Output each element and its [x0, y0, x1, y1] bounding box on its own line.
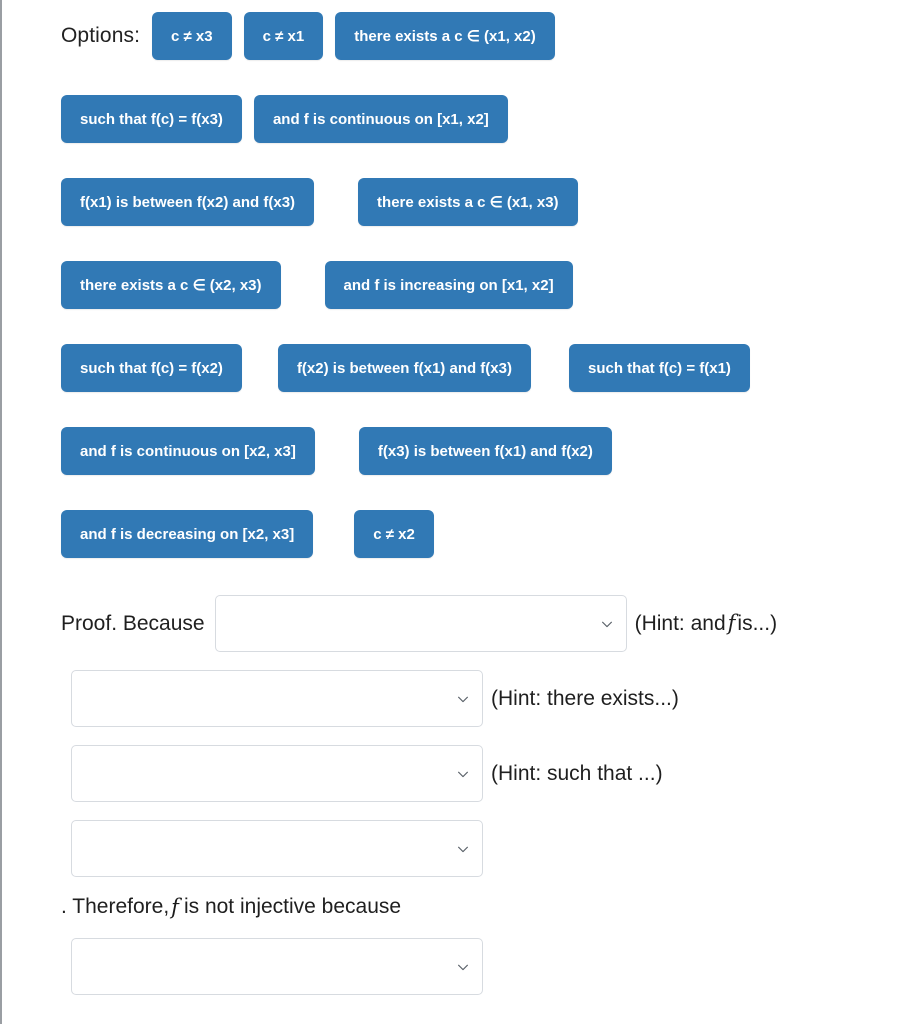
proof-line-1: Proof. Because (Hint: andfis...): [2, 595, 904, 652]
options-row-3: f(x1) is between f(x2) and f(x3) there e…: [2, 178, 904, 226]
proof-select-5-wrap[interactable]: [71, 938, 483, 995]
option-chip-exists-c-x2-x3[interactable]: there exists a c ∈ (x2, x3): [61, 261, 281, 309]
proof-select-2-wrap[interactable]: [71, 670, 483, 727]
proof-select-4[interactable]: [71, 820, 483, 877]
option-chip-fx3-between[interactable]: f(x3) is between f(x1) and f(x2): [358, 427, 612, 475]
proof-select-3[interactable]: [71, 745, 483, 802]
proof-hint-1-suffix: is...): [737, 612, 778, 635]
proof-hint-3: (Hint: such that ...): [491, 761, 663, 785]
options-area: Options: c ≠ x3 c ≠ x1 there exists a c …: [2, 0, 904, 558]
proof-hint-2: (Hint: there exists...): [491, 686, 679, 710]
option-chip-fc-eq-fx3[interactable]: such that f(c) = f(x3): [61, 95, 242, 143]
proof-select-4-wrap[interactable]: [71, 820, 483, 877]
option-chip-c-neq-x3[interactable]: c ≠ x3: [152, 12, 232, 60]
proof-therefore-suffix: is not injective because: [183, 895, 402, 918]
option-chip-fx1-between[interactable]: f(x1) is between f(x2) and f(x3): [61, 178, 315, 226]
proof-therefore-prefix: . Therefore,: [61, 895, 170, 918]
option-chip-fc-eq-fx1[interactable]: such that f(c) = f(x1): [568, 344, 750, 392]
options-row-6: and f is continuous on [x2, x3] f(x3) is…: [2, 427, 904, 475]
proof-line-5: [2, 938, 904, 995]
option-chip-fx2-between[interactable]: f(x2) is between f(x1) and f(x3): [277, 344, 531, 392]
proof-hint-1: (Hint: andfis...): [635, 611, 778, 636]
proof-select-3-wrap[interactable]: [71, 745, 483, 802]
proof-line-4: [2, 820, 904, 877]
proof-line-3: (Hint: such that ...): [2, 745, 904, 802]
options-row-5: such that f(c) = f(x2) f(x2) is between …: [2, 344, 904, 392]
options-row-1: Options: c ≠ x3 c ≠ x1 there exists a c …: [2, 12, 904, 60]
proof-select-5[interactable]: [71, 938, 483, 995]
proof-therefore-line: . Therefore, f is not injective because: [2, 895, 904, 919]
option-chip-c-neq-x2[interactable]: c ≠ x2: [354, 510, 434, 558]
option-chip-increasing-x1-x2[interactable]: and f is increasing on [x1, x2]: [324, 261, 573, 309]
option-chip-exists-c-x1-x2[interactable]: there exists a c ∈ (x1, x2): [335, 12, 555, 60]
option-chip-continuous-x2-x3[interactable]: and f is continuous on [x2, x3]: [61, 427, 315, 475]
proof-area: Proof. Because (Hint: andfis...) (Hint: …: [2, 585, 904, 995]
proof-hint-1-prefix: (Hint: and: [634, 612, 726, 635]
options-row-4: there exists a c ∈ (x2, x3) and f is inc…: [2, 261, 904, 309]
option-chip-fc-eq-fx2[interactable]: such that f(c) = f(x2): [61, 344, 242, 392]
math-f-glyph: f: [171, 895, 179, 919]
option-chip-decreasing-x2-x3[interactable]: and f is decreasing on [x2, x3]: [61, 510, 314, 558]
option-chip-continuous-x1-x2[interactable]: and f is continuous on [x1, x2]: [253, 95, 508, 143]
proof-select-1-wrap[interactable]: [214, 595, 627, 652]
options-row-7: and f is decreasing on [x2, x3] c ≠ x2: [2, 510, 904, 558]
proof-because-label: Proof. Because: [61, 611, 205, 635]
options-label: Options:: [61, 24, 141, 47]
option-chip-c-neq-x1[interactable]: c ≠ x1: [243, 12, 324, 60]
proof-line-2: (Hint: there exists...): [2, 670, 904, 727]
math-f-glyph: f: [727, 611, 736, 635]
option-chip-exists-c-x1-x3[interactable]: there exists a c ∈ (x1, x3): [358, 178, 578, 226]
proof-select-2[interactable]: [71, 670, 483, 727]
options-row-2: such that f(c) = f(x3) and f is continuo…: [2, 95, 904, 143]
proof-select-1[interactable]: [214, 595, 627, 652]
